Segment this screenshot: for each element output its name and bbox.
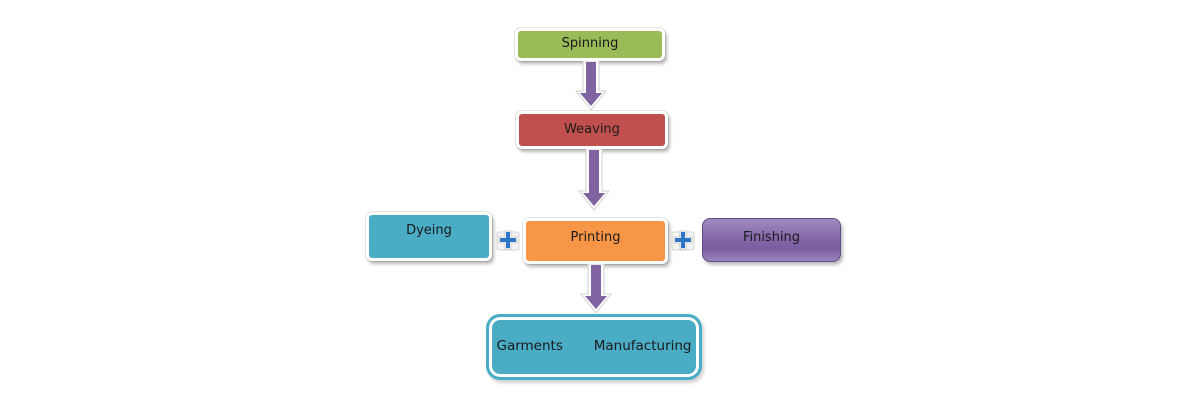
- node-finishing-label: Finishing: [742, 229, 801, 245]
- down-arrow-icon: [578, 149, 610, 211]
- node-spinning: Spinning: [515, 28, 665, 61]
- plus-dyeing-printing: [496, 230, 520, 251]
- plus-icon: [496, 230, 520, 251]
- down-arrow-icon: [580, 264, 612, 314]
- plus-icon: [671, 230, 695, 251]
- node-dyeing-label: Dyeing: [406, 223, 452, 238]
- arrow-printing-to-garments: [580, 264, 612, 314]
- node-printing: Printing: [523, 218, 668, 264]
- node-spinning-label: Spinning: [561, 36, 619, 51]
- node-garments-manufacturing: Garments Manufacturing: [486, 314, 702, 380]
- down-arrow-icon: [575, 61, 607, 111]
- node-weaving: Weaving: [516, 111, 668, 149]
- node-finishing: Finishing: [702, 218, 841, 262]
- node-dyeing: Dyeing: [366, 212, 492, 261]
- arrow-weaving-to-printing: [578, 149, 610, 211]
- plus-printing-finishing: [671, 230, 695, 251]
- node-weaving-label: Weaving: [564, 121, 620, 137]
- node-printing-label: Printing: [570, 229, 621, 245]
- arrow-spinning-to-weaving: [575, 61, 607, 111]
- node-garments-label: Garments Manufacturing: [496, 338, 692, 354]
